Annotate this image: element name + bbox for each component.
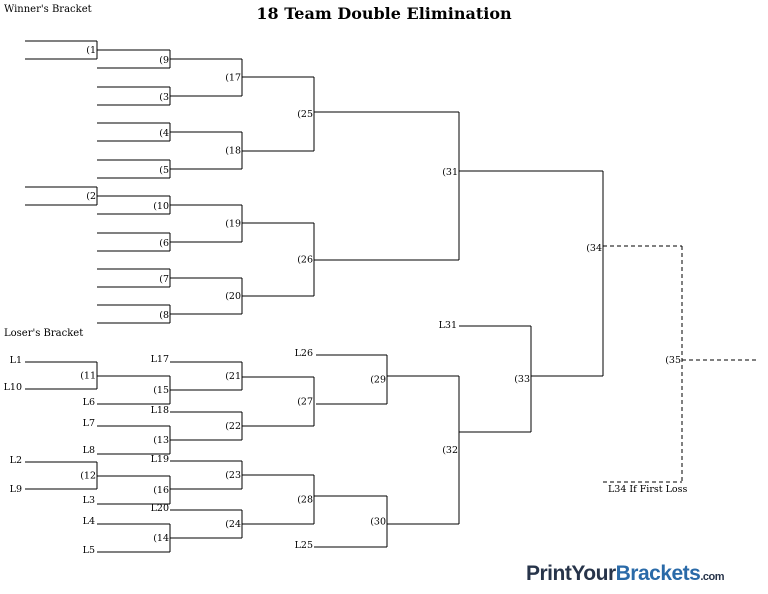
brand-logo: PrintYourBrackets.com <box>526 562 725 586</box>
winners-bracket-label: Winner's Bracket <box>4 4 92 15</box>
game-27-label: (27 <box>297 397 313 408</box>
loser-input: L4 <box>83 516 95 527</box>
winners-r1-label: (6 <box>159 238 169 249</box>
brand-part-2: Brackets <box>615 562 701 585</box>
loser-input: L19 <box>151 454 169 465</box>
if-game-label: (35 <box>665 355 681 366</box>
page-title: 18 Team Double Elimination <box>256 4 512 23</box>
game-28-label: (28 <box>297 495 313 506</box>
loser-input: L9 <box>10 484 22 495</box>
game-24-label: (24 <box>225 519 241 530</box>
losers-bracket-label: Loser's Bracket <box>4 328 84 339</box>
winners-r2-label: (19 <box>225 219 241 230</box>
game-29-label: (29 <box>370 375 386 386</box>
game-30-label: (30 <box>370 517 386 528</box>
loser-input: L1 <box>10 355 22 366</box>
winners-r1-label: (5 <box>159 165 169 176</box>
loser-input: L25 <box>295 540 313 551</box>
loser-input: L5 <box>83 545 95 556</box>
brand-part-1: PrintYour <box>526 562 616 585</box>
winners-r1-label: (9 <box>159 55 169 66</box>
loser-input: L26 <box>295 348 313 359</box>
game-32-label: (32 <box>442 445 458 456</box>
winners-r3-label: (26 <box>297 255 313 266</box>
winners-r1-label: (7 <box>159 274 169 285</box>
loser-input: L17 <box>151 354 169 365</box>
brand-part-3: .com <box>700 571 725 583</box>
winners-r2-label: (17 <box>225 73 241 84</box>
if-game-note: L34 If First Loss <box>608 484 687 495</box>
winners-r1-label: (3 <box>159 92 169 103</box>
game-33-label: (33 <box>514 374 530 385</box>
loser-input: L8 <box>83 445 95 456</box>
winners-r2-label: (20 <box>225 291 241 302</box>
game-12-label: (12 <box>80 471 96 482</box>
loser-input: L2 <box>10 455 22 466</box>
game-15-label: (15 <box>153 385 169 396</box>
loser-input: L31 <box>439 320 457 331</box>
loser-input: L20 <box>151 503 169 514</box>
game-16-label: (16 <box>153 485 169 496</box>
loser-input: L7 <box>83 418 95 429</box>
game-21-label: (21 <box>225 371 241 382</box>
winners-r2-label: (18 <box>225 146 241 157</box>
winners-r4-label: (31 <box>442 167 458 178</box>
loser-input: L10 <box>4 382 22 393</box>
game-1-label: (1 <box>86 45 96 56</box>
game-13-label: (13 <box>153 435 169 446</box>
game-22-label: (22 <box>225 421 241 432</box>
game-2-label: (2 <box>86 191 96 202</box>
winners-r3-label: (25 <box>297 109 313 120</box>
final-label: (34 <box>586 243 602 254</box>
game-14-label: (14 <box>153 533 169 544</box>
winners-r1-label: (4 <box>159 128 169 139</box>
loser-input: L3 <box>83 495 95 506</box>
game-11-label: (11 <box>80 371 96 382</box>
winners-r1-label: (8 <box>159 310 169 321</box>
game-23-label: (23 <box>225 470 241 481</box>
loser-input: L6 <box>83 397 95 408</box>
winners-r1-label: (10 <box>153 201 169 212</box>
loser-input: L18 <box>151 405 169 416</box>
